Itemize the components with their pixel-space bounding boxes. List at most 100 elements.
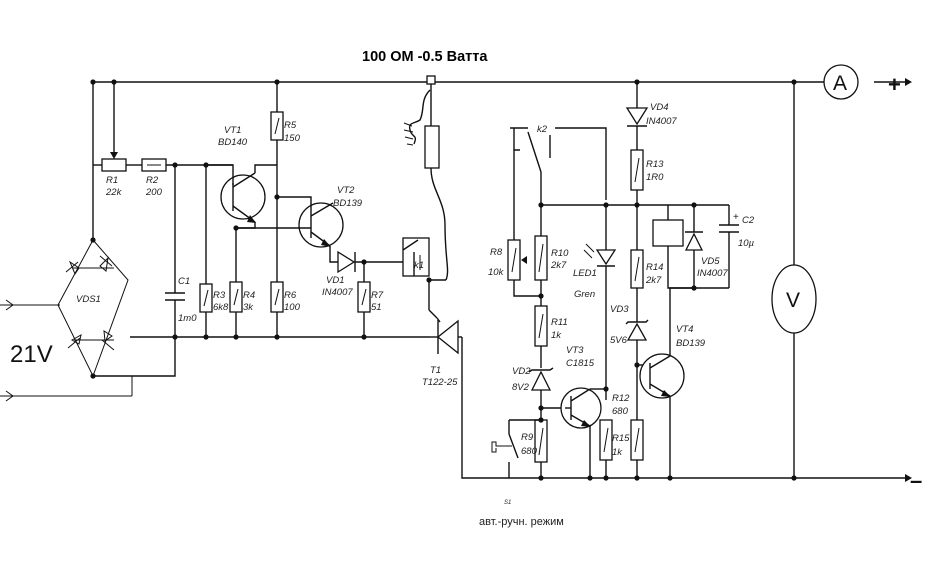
transistor-vt2 (236, 196, 344, 263)
ammeter (823, 64, 859, 100)
c1-value: 1m0 (178, 313, 197, 324)
resistor-r1 (93, 82, 142, 172)
r12-value: 680 (612, 406, 629, 417)
resistor-r8 (507, 239, 541, 297)
resistor-r3 (199, 165, 213, 337)
r11-value: 1k (551, 330, 562, 341)
r11-ref: R11 (551, 317, 568, 328)
r5-ref: R5 (284, 120, 297, 131)
capacitor-c1 (165, 165, 185, 337)
mode-switch-label: авт.-ручн. режим (479, 516, 564, 528)
thyristor-t1 (430, 317, 462, 355)
s1-ref: S1 (504, 500, 511, 506)
vt1-ref: VT1 (224, 125, 241, 136)
vd4-value: IN4007 (646, 116, 677, 127)
vt2-value: BD139 (333, 198, 363, 209)
vd2-ref: VD2 (512, 366, 531, 377)
vd1-ref: VD1 (326, 275, 344, 286)
r13-ref: R13 (646, 159, 664, 170)
vd3-value: 5V6 (610, 335, 628, 346)
vt1-value: BD140 (218, 137, 248, 148)
resistor-r12 (599, 419, 613, 478)
r9-value: 680 (521, 446, 538, 457)
capacitor-c2: + (719, 205, 739, 288)
r14-ref: R14 (646, 262, 663, 273)
ac-input (0, 299, 133, 402)
voltmeter (771, 82, 817, 478)
diode-vd4 (625, 82, 649, 150)
input-voltage-label: 21V (10, 341, 53, 368)
minus-terminal: – (910, 468, 922, 493)
vt4-ref: VT4 (676, 324, 693, 335)
added-resistor-100ohm (403, 75, 449, 319)
vd5-value: IN4007 (697, 268, 728, 279)
r12-ref: R12 (612, 393, 630, 404)
vd1-value: IN4007 (322, 287, 353, 298)
resistor-r7 (357, 262, 371, 337)
c1-ref: C1 (178, 276, 190, 287)
vds1-label: VDS1 (76, 294, 101, 305)
r4-value: 3k (243, 302, 254, 313)
vd5-ref: VD5 (701, 256, 720, 267)
r10-ref: R10 (551, 248, 569, 259)
transistor-vt4 (639, 287, 694, 478)
resistor-r10 (534, 204, 637, 306)
r15-ref: R15 (612, 433, 630, 444)
resistor-r6 (270, 281, 284, 337)
r6-ref: R6 (284, 290, 297, 301)
r5-value: 150 (284, 133, 301, 144)
vt3-ref: VT3 (566, 345, 584, 356)
r10-value: 2k7 (550, 260, 567, 271)
resistor-r13 (630, 149, 644, 250)
diode-vd1 (337, 250, 403, 274)
t1-value: T122-25 (422, 377, 458, 388)
mode-switch-s1[interactable] (491, 419, 541, 478)
vd2-value: 8V2 (512, 382, 530, 393)
led1-ref: LED1 (573, 268, 597, 279)
r1-value: 22k (105, 187, 123, 198)
zener-vd2 (528, 367, 565, 420)
svg-text:+: + (733, 212, 739, 223)
bottom-rail (93, 336, 912, 482)
r2-value: 200 (145, 187, 163, 198)
led1 (583, 205, 617, 400)
r15-value: 1k (612, 447, 623, 458)
transistor-vt1 (206, 164, 277, 229)
resistor-r14 (630, 249, 644, 322)
vd3-ref: VD3 (610, 304, 629, 315)
relay-k2 (510, 127, 607, 240)
resistor-r2 (141, 158, 206, 172)
relay-k1 (402, 237, 430, 277)
diode-vd5 (684, 205, 729, 289)
resistor-r11 (534, 305, 548, 368)
r3-value: 6k8 (213, 302, 229, 313)
r6-value: 100 (284, 302, 301, 313)
plus-terminal: + (888, 72, 901, 97)
voltmeter-label: V (786, 289, 800, 312)
k1-label: k1 (414, 260, 424, 271)
resistor-r4 (229, 228, 243, 337)
led1-value: Gren (574, 289, 595, 300)
t1-ref: T1 (430, 365, 441, 376)
r7-value: 51 (371, 302, 382, 313)
r14-value: 2k7 (645, 275, 662, 286)
r8-ref: R8 (490, 247, 503, 258)
resistor-r5 (270, 82, 284, 282)
r4-ref: R4 (243, 290, 255, 301)
r1-ref: R1 (106, 175, 118, 186)
diode-bridge-vds1 (57, 239, 129, 378)
junction-dots (90, 79, 797, 481)
r7-ref: R7 (371, 290, 384, 301)
ammeter-label: A (833, 72, 847, 95)
r9-ref: R9 (521, 432, 534, 443)
r2-ref: R2 (146, 175, 159, 186)
r3-ref: R3 (213, 290, 226, 301)
vt2-ref: VT2 (337, 185, 355, 196)
transistor-vt3 (560, 387, 606, 478)
resistor-note: 100 ОМ -0.5 Ватта (362, 49, 488, 65)
c2-ref: C2 (742, 215, 755, 226)
k2-label: k2 (537, 124, 548, 135)
top-rail (92, 78, 912, 240)
